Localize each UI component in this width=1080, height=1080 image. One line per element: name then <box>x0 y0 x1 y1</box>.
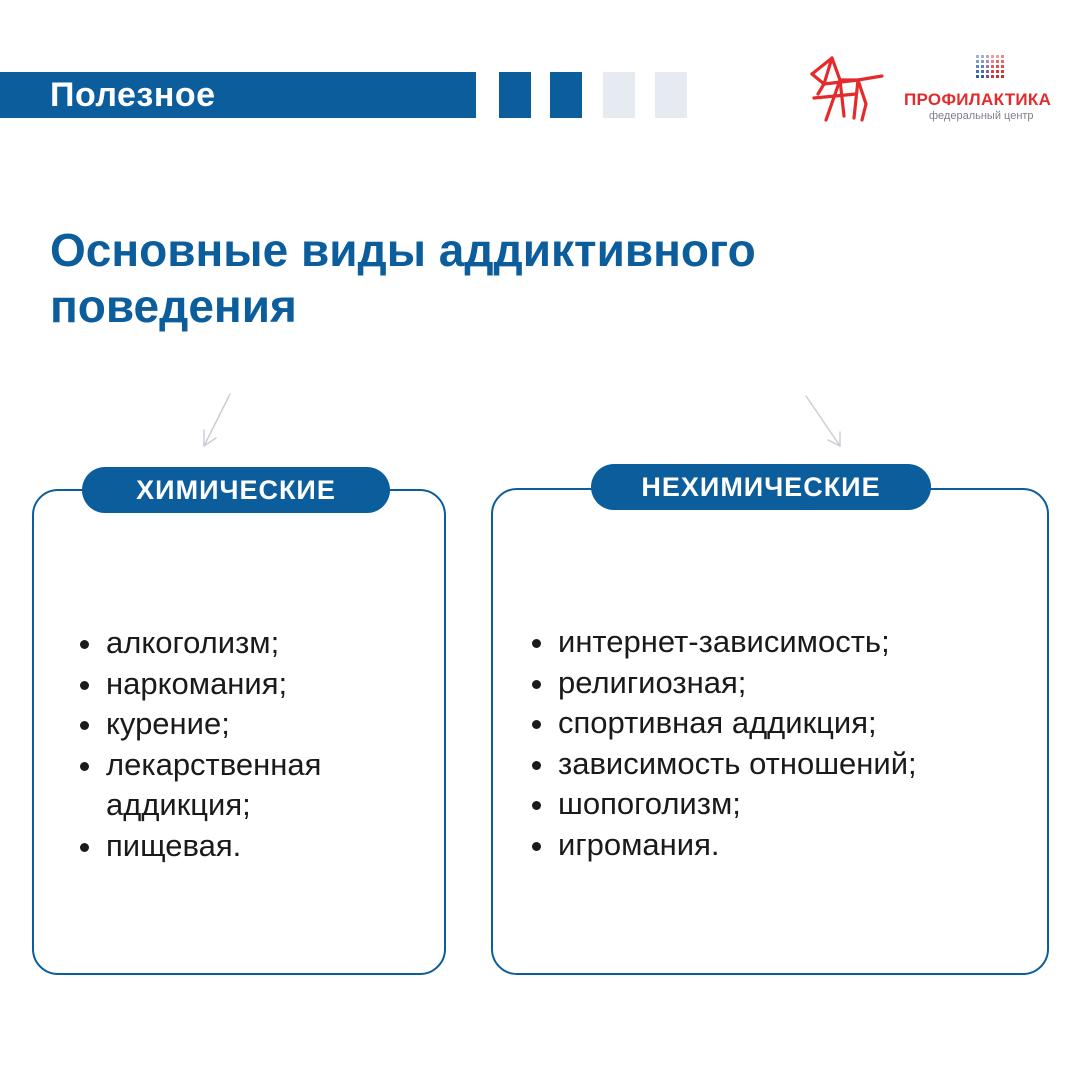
chemical-label: ХИМИЧЕСКИЕ <box>82 467 390 513</box>
chemical-panel <box>32 489 446 975</box>
horse-logo-icon <box>810 56 884 122</box>
non-chemical-label: НЕХИМИЧЕСКИЕ <box>591 464 931 510</box>
list-item: пищевая. <box>78 826 438 867</box>
non-chemical-list: интернет-зависимость; религиозная; спорт… <box>530 622 1050 866</box>
non-chemical-panel <box>491 488 1049 975</box>
arrow-down-right-icon <box>805 395 841 447</box>
list-item: интернет-зависимость; <box>530 622 1050 663</box>
list-item: шопоголизм; <box>530 784 1050 825</box>
decor-square <box>550 72 582 118</box>
section-label: Полезное <box>50 76 216 114</box>
list-item: алкоголизм; <box>78 623 438 664</box>
decor-square <box>499 72 531 118</box>
list-item: игромания. <box>530 825 1050 866</box>
list-item: лекарственная аддикция; <box>78 745 438 826</box>
list-item: религиозная; <box>530 663 1050 704</box>
list-item: курение; <box>78 704 438 745</box>
logo-dots-icon <box>976 55 1004 78</box>
page-title: Основные виды аддиктивного поведения <box>50 224 756 332</box>
arrow-down-left-icon <box>203 393 231 447</box>
section-header-band: Полезное <box>0 72 476 118</box>
logo-subtitle: федеральный центр <box>929 110 1034 122</box>
list-item: наркомания; <box>78 664 438 705</box>
logo-name: ПРОФИЛАКТИКА <box>904 90 1052 109</box>
decor-square <box>655 72 687 118</box>
list-item: спортивная аддикция; <box>530 703 1050 744</box>
chemical-list: алкоголизм; наркомания; курение; лекарст… <box>78 623 438 867</box>
list-item: зависимость отношений; <box>530 744 1050 785</box>
decor-square <box>603 72 635 118</box>
